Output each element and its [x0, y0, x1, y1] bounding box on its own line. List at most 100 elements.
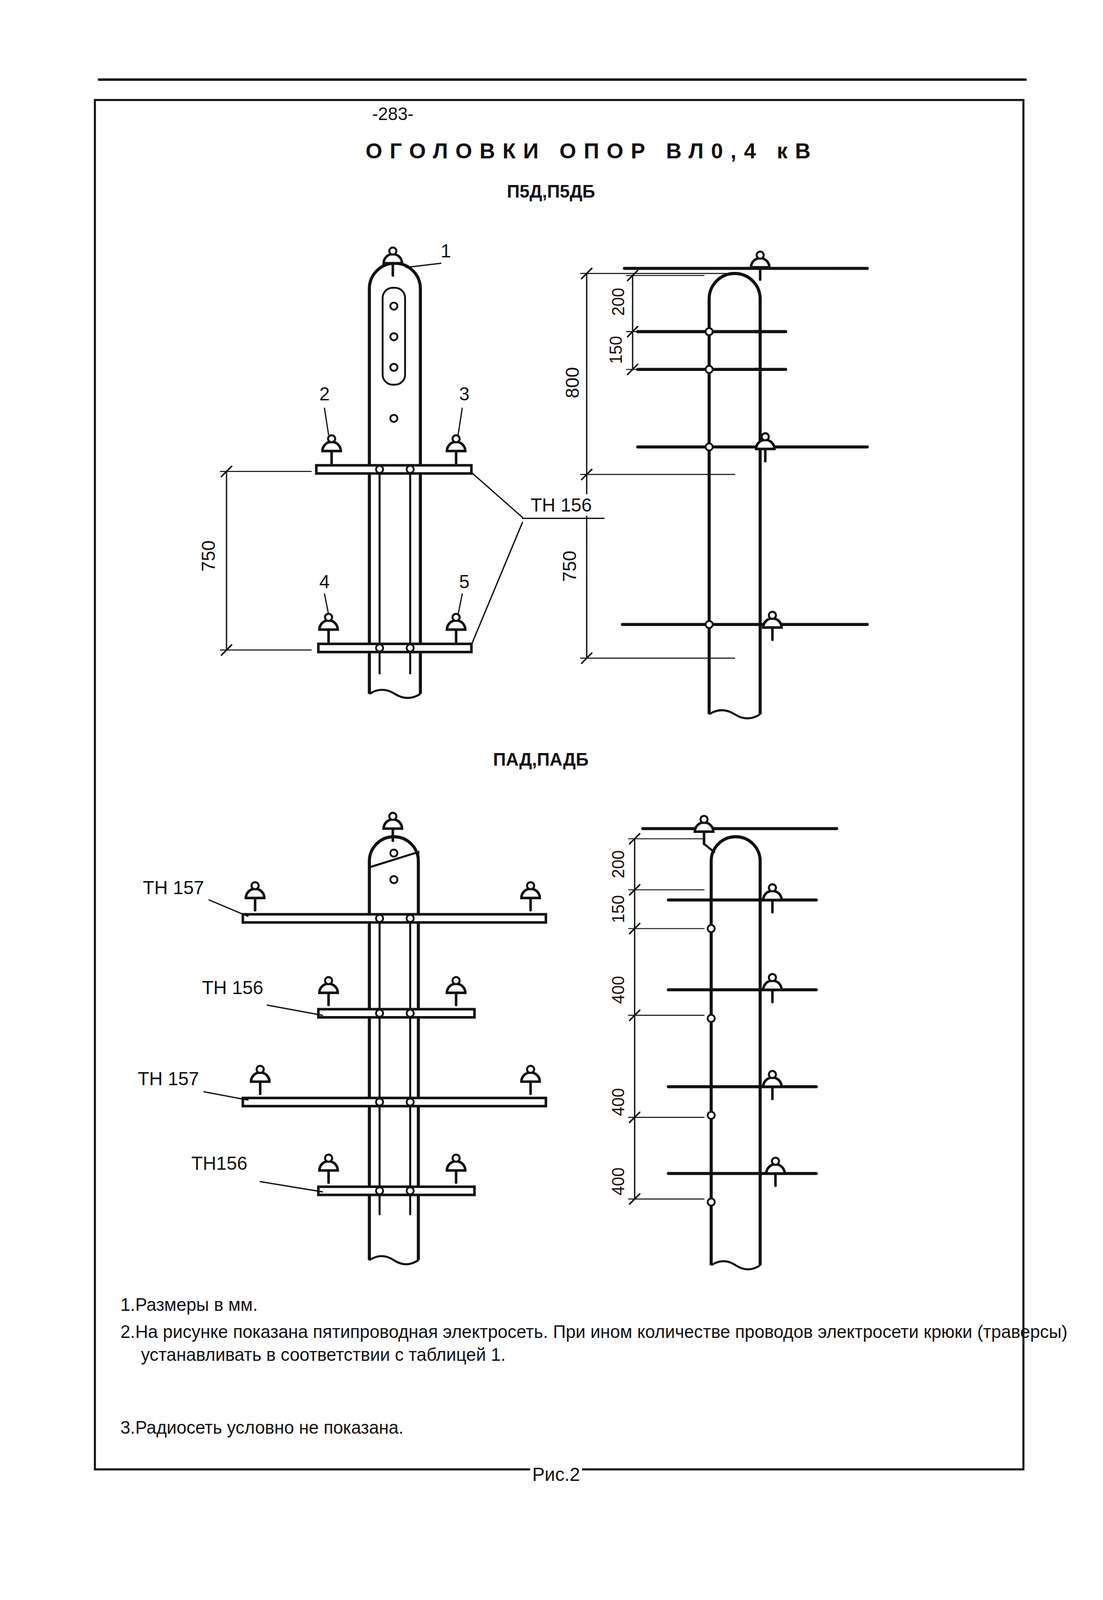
- dimension-line: [632, 275, 634, 370]
- bolt: [376, 1098, 384, 1106]
- bolt: [406, 644, 414, 652]
- dimension-value: 400: [608, 974, 628, 1006]
- callout-leader: [209, 900, 249, 917]
- extension-line: [580, 272, 735, 274]
- insulator-pin: [455, 450, 458, 463]
- bolt: [406, 465, 414, 473]
- callout-leader: [471, 522, 523, 645]
- dimension-line: [633, 839, 636, 1200]
- subheading: П5Д,П5ДБ: [505, 181, 598, 203]
- dimension-line: [585, 273, 588, 658]
- bolt: [707, 1111, 715, 1119]
- wire: [637, 445, 868, 449]
- bolt: [707, 1198, 715, 1206]
- pole-break: [711, 1261, 761, 1270]
- insulator-top: [526, 1066, 534, 1074]
- bolt: [406, 1098, 414, 1106]
- extension-line: [220, 470, 312, 472]
- bolt: [707, 925, 715, 933]
- drawing-title: ОГОЛОВКИ ОПОР ВЛ0,4 кВ: [363, 138, 821, 164]
- pole-break: [369, 690, 421, 698]
- insulator-pin: [258, 1081, 262, 1094]
- bolt: [376, 644, 384, 652]
- insulator-top: [389, 812, 397, 820]
- pole-slot: [382, 287, 406, 385]
- bolt: [390, 414, 398, 422]
- part-label: ТН 157: [141, 876, 207, 899]
- insulator-top: [768, 1070, 776, 1078]
- callout-leader: [458, 408, 463, 435]
- callout-leader: [260, 1181, 323, 1192]
- crossarm: [318, 643, 472, 652]
- insulator-top: [452, 1154, 460, 1162]
- bolt: [705, 443, 713, 451]
- crossarm: [318, 1186, 475, 1195]
- callout-leader: [405, 263, 441, 268]
- insulator-top: [761, 433, 769, 441]
- bolt: [390, 875, 398, 883]
- bolt: [376, 1187, 384, 1195]
- insulator-top: [251, 882, 259, 890]
- through-bolt: [378, 469, 381, 674]
- wire: [622, 623, 868, 627]
- callout-leader: [324, 593, 329, 615]
- insulator-pin: [702, 831, 705, 844]
- pole-outline: [369, 836, 419, 1260]
- bolt: [406, 1009, 414, 1017]
- bolt: [406, 1187, 414, 1195]
- extension-line: [626, 331, 705, 333]
- pole-cap: [369, 852, 419, 919]
- insulator-pin: [758, 267, 762, 280]
- extension-line: [220, 649, 312, 651]
- callout-number: 1: [438, 240, 453, 262]
- insulator-pin: [327, 1170, 330, 1183]
- dimension-line: [225, 471, 228, 650]
- part-label: ТН 156: [528, 494, 594, 516]
- dimension-value: 200: [608, 285, 628, 318]
- insulator-top: [327, 435, 335, 443]
- extension-line: [626, 275, 705, 277]
- wire: [754, 367, 786, 371]
- note-text: 2.На рисунке показана пятипроводная элек…: [120, 1320, 1071, 1367]
- insulator-top: [325, 1154, 333, 1162]
- insulator-pin: [391, 263, 394, 276]
- crossarm: [242, 1097, 547, 1106]
- dimension-value: 750: [197, 538, 220, 574]
- page-number: -283-: [370, 104, 416, 125]
- figure-caption: Рис.2: [530, 1463, 582, 1486]
- insulator-pin: [455, 992, 458, 1005]
- wire: [668, 1172, 817, 1176]
- crossarm: [316, 465, 472, 474]
- bolt: [376, 1009, 384, 1017]
- bolt: [390, 363, 398, 371]
- through-bolt: [409, 918, 412, 1215]
- extension-line: [580, 657, 735, 659]
- insulator-top: [526, 882, 534, 890]
- callout-leader: [458, 593, 463, 615]
- insulator-top: [452, 435, 460, 443]
- dimension-value: 150: [606, 334, 626, 366]
- pole-outline: [709, 273, 761, 715]
- part-label: ТН156: [189, 1152, 250, 1175]
- wire: [668, 1085, 817, 1089]
- insulator-pin: [771, 627, 774, 640]
- insulator-top: [389, 247, 397, 255]
- insulator-top: [768, 611, 776, 619]
- bolt: [390, 302, 398, 310]
- extension-line: [628, 928, 705, 930]
- insulator-top: [771, 1157, 779, 1165]
- wire: [624, 266, 868, 271]
- dimension-value: 150: [608, 893, 628, 926]
- bolt: [705, 365, 713, 373]
- insulator-pin: [529, 1081, 532, 1094]
- insulator-pin: [455, 629, 458, 642]
- bolt: [406, 914, 414, 922]
- bolt: [376, 465, 384, 473]
- insulator-pin: [771, 900, 774, 913]
- wire: [668, 898, 817, 902]
- bolt: [705, 327, 713, 335]
- dimension-value: 750: [558, 548, 581, 584]
- wire: [642, 826, 837, 831]
- dimension-value: 800: [561, 365, 584, 401]
- insulator-top: [700, 815, 708, 823]
